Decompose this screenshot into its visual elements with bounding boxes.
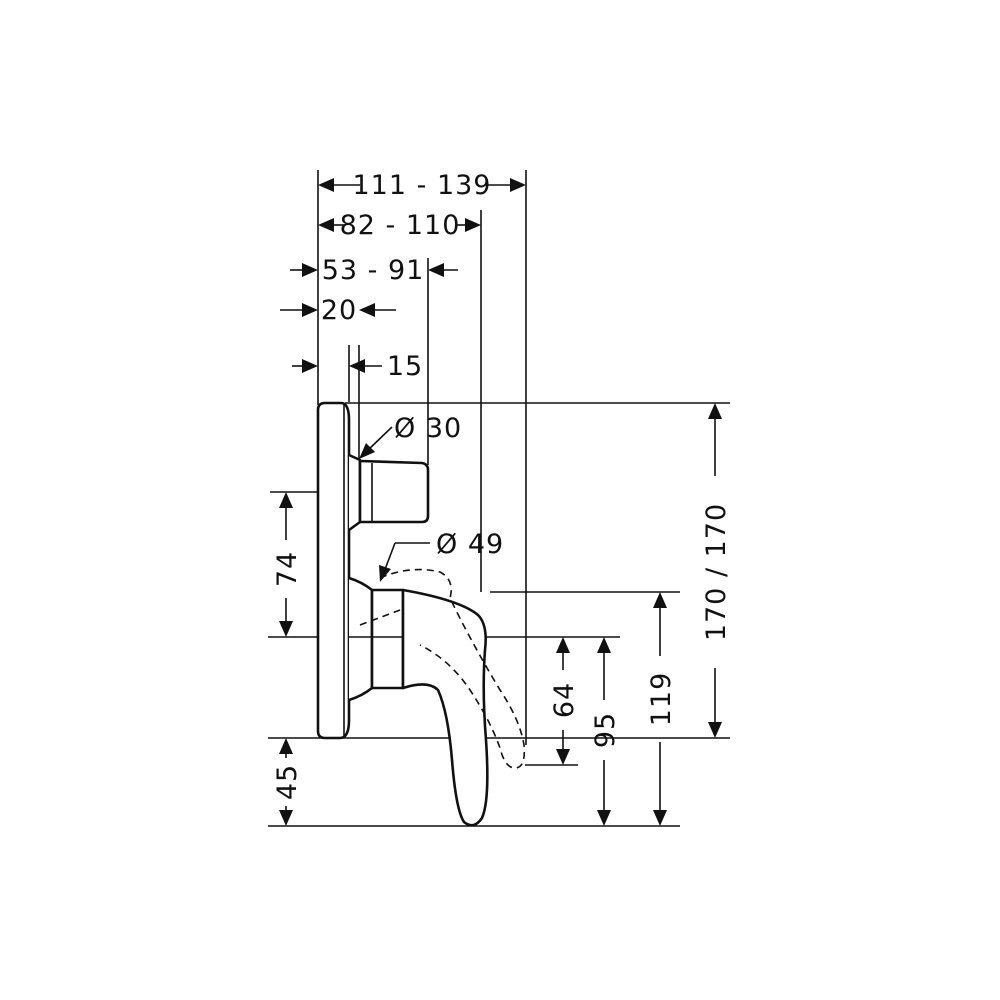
dim-lever-depth: 82 - 110 — [340, 210, 461, 241]
dim-overall-depth: 111 - 139 — [353, 170, 492, 201]
dim-lever-height: 119 — [646, 672, 677, 727]
dim-collar-depth: 15 — [387, 351, 423, 382]
lever-collar — [348, 576, 374, 702]
knob-collar — [348, 453, 362, 532]
dim-knob-to-lever-axis: 74 — [272, 551, 303, 587]
diverter-knob — [358, 459, 430, 524]
dim-lever-axis-to-plate-bottom: 64 — [549, 682, 580, 718]
lever-base — [370, 588, 405, 690]
mixer-valve-outline — [316, 401, 526, 827]
dim-knob-depth: 53 - 91 — [322, 255, 425, 286]
dim-lever-base-diameter: Ø 49 — [436, 529, 504, 560]
dim-plate-height: 170 / 170 — [701, 503, 732, 641]
dim-plate-bottom-to-lever-tip: 45 — [272, 764, 303, 800]
lever-handle — [401, 588, 489, 827]
dim-plate-depth: 20 — [321, 295, 357, 326]
lever-rotated-position — [379, 568, 526, 769]
dim-lever-tip-height: 95 — [590, 712, 621, 748]
wall-plate — [316, 401, 351, 740]
dimension-lines — [279, 178, 722, 826]
dimension-labels: 111 - 139 82 - 110 53 - 91 20 15 Ø 30 Ø … — [272, 170, 732, 800]
dim-knob-diameter: Ø 30 — [394, 413, 462, 444]
